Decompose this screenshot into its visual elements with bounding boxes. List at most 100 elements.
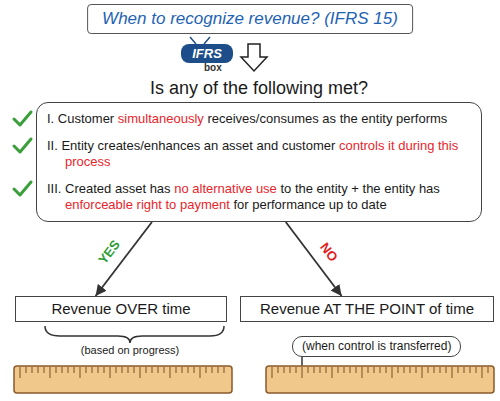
ruler-tick: [272, 367, 273, 378]
ruler-tick: [104, 367, 105, 373]
checkmark: [14, 112, 31, 125]
ruler-tick: [314, 367, 315, 373]
callout-pointer: [301, 357, 303, 366]
text-run: the: [340, 111, 362, 126]
text-run: AT: [323, 300, 345, 317]
ruler-tick: [188, 367, 189, 373]
text-run: this: [438, 138, 458, 153]
checkmark: [14, 139, 31, 152]
box-text: Revenue OVER time: [22, 300, 220, 318]
text-run: entity: [361, 111, 396, 126]
ruler-tick: [422, 367, 423, 378]
text-run: controls: [339, 138, 388, 153]
ruler-tick: [476, 367, 477, 373]
ruler-tick: [404, 367, 405, 373]
text-run: transferred): [389, 339, 451, 353]
ruler-tick: [320, 367, 321, 373]
text-run: performance: [252, 197, 329, 212]
ruler-tick: [206, 367, 207, 373]
text-run: Entity: [61, 138, 97, 153]
callout-box: (when control is transferred): [292, 336, 461, 357]
text-run: is: [377, 339, 389, 353]
text-run: (when: [302, 339, 338, 353]
text-run: THE: [345, 300, 379, 317]
edge-label: NO: [316, 238, 342, 266]
text-run: III.: [47, 181, 65, 196]
criterion-text: II. Entity creates/enhances an asset and…: [47, 138, 473, 170]
ruler-tick: [464, 367, 465, 373]
text-run: control: [338, 339, 377, 353]
ruler-tick: [458, 367, 459, 373]
ruler-tick: [98, 367, 99, 373]
text-run: process: [65, 154, 111, 169]
text-run: the: [363, 181, 385, 196]
down-arrow-symbol: [241, 44, 267, 71]
text-run: time: [162, 300, 190, 317]
ruler-tick: [152, 367, 153, 373]
ruler-tick: [50, 367, 51, 378]
ruler-tick: [380, 367, 381, 373]
text-run: I.: [47, 111, 58, 126]
logo-antenna: [190, 37, 196, 44]
title: When to recognize revenue? (IFRS 15): [87, 4, 413, 34]
text-run: of: [429, 300, 446, 317]
logo-text: IFRS: [181, 44, 233, 63]
ruler-tick: [134, 367, 135, 373]
text-run: has: [419, 181, 440, 196]
ruler-tick: [56, 367, 57, 373]
text-run: and: [257, 138, 282, 153]
ruler-tick: [74, 367, 75, 373]
text-run: asset: [222, 138, 257, 153]
text-run: entity: [317, 181, 352, 196]
box-text: Revenue AT THE POINT of time: [247, 300, 487, 318]
text-run: receives/consumes: [207, 111, 322, 126]
checkmarks: [14, 112, 31, 195]
ruler-tick: [374, 367, 375, 373]
text-run: Revenue: [51, 300, 115, 317]
ruler-tick: [452, 367, 453, 378]
ruler-tick: [302, 367, 303, 378]
ruler: [14, 366, 232, 393]
ruler-tick: [194, 367, 195, 373]
ruler-tick: [44, 367, 45, 373]
criteria-box: Is any of the following met?I. Customer …: [36, 76, 482, 222]
ruler-tick: [284, 367, 285, 373]
text-run: to: [280, 181, 294, 196]
ruler-tick: [416, 367, 417, 373]
text-run: alternative: [192, 181, 256, 196]
ruler-tick: [338, 367, 339, 373]
text-run: use: [256, 181, 281, 196]
text-run: OVER: [116, 300, 163, 317]
ruler-tick: [470, 367, 471, 373]
text-run: date: [361, 197, 386, 212]
checkmark: [14, 182, 31, 195]
ruler-tick: [398, 367, 399, 373]
ruler-tick: [92, 367, 93, 373]
ruler-tick: [128, 367, 129, 373]
text-run: +: [351, 181, 362, 196]
text-run: II.: [47, 138, 61, 153]
result-box: Revenue AT THE POINT of time: [240, 296, 494, 322]
connector-arrow: [286, 222, 342, 296]
ruler-tick: [146, 367, 147, 373]
ruler-tick: [140, 367, 141, 378]
text-run: for: [233, 197, 252, 212]
ruler-tick: [164, 367, 165, 373]
ruler-tick: [296, 367, 297, 373]
text-run: Revenue: [260, 300, 323, 317]
ruler-tick: [332, 367, 333, 378]
ruler-tick: [356, 367, 357, 373]
ruler-tick: [62, 367, 63, 373]
ruler-tick: [386, 367, 387, 373]
ruler-ticks: [20, 367, 488, 378]
ruler-tick: [26, 367, 27, 373]
ruler-tick: [38, 367, 39, 373]
criterion-text: III. Created asset has no alternative us…: [47, 181, 473, 213]
ruler-tick: [20, 367, 21, 378]
logo-symbol: [181, 37, 233, 63]
ruler-tick: [446, 367, 447, 373]
text-run: during: [398, 138, 438, 153]
ruler: [266, 366, 494, 393]
ruler-tick: [224, 367, 225, 373]
